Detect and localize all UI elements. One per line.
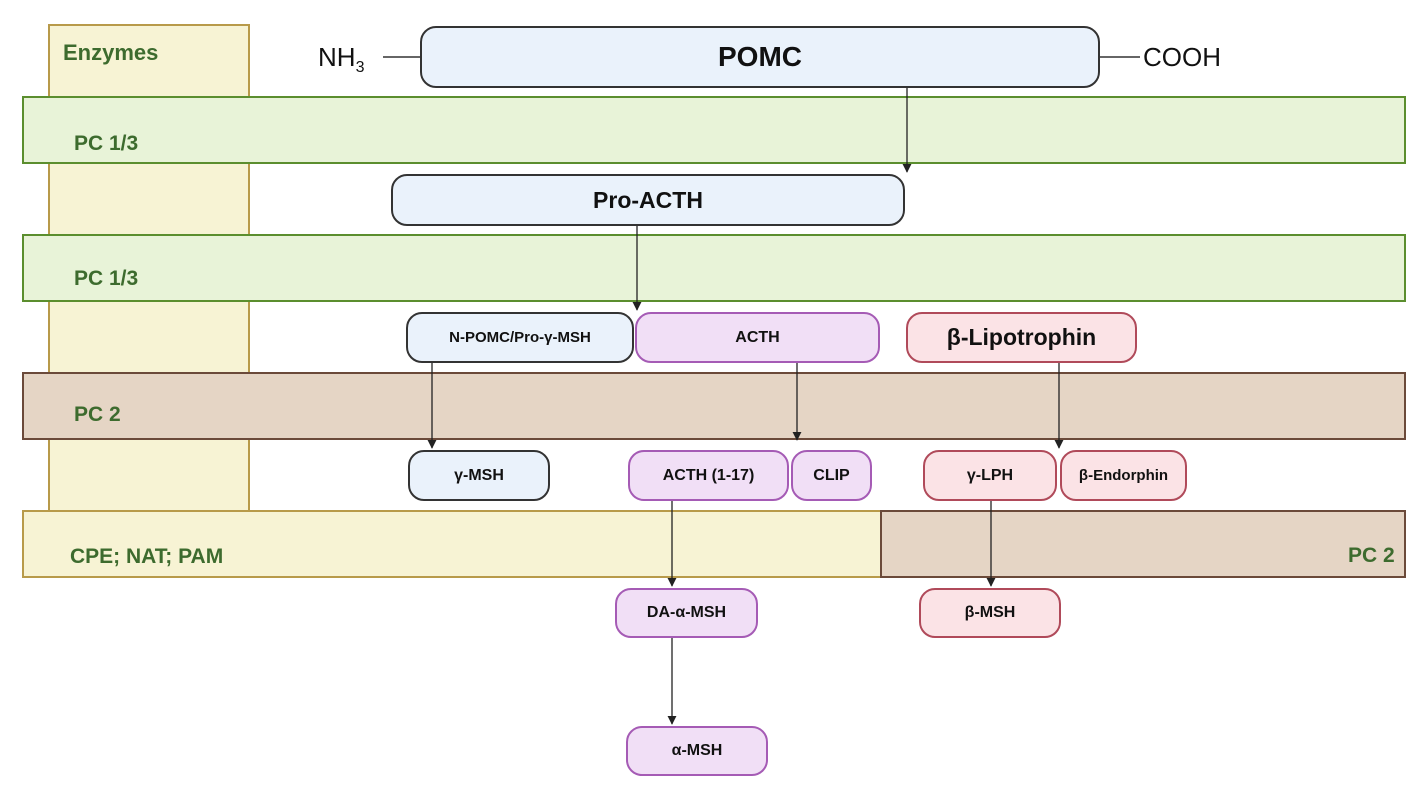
n-pomc-node: N-POMC/Pro-γ-MSH (406, 312, 634, 363)
acth-1-17-node: ACTH (1-17) (628, 450, 789, 501)
b-endorphin-node: β-Endorphin (1060, 450, 1187, 501)
band-cpe-nat-pam (22, 510, 882, 578)
da-a-msh-node: DA-α-MSH (615, 588, 758, 638)
band-label-pc2-second: PC 2 (1348, 544, 1395, 567)
band-pc13-second (22, 234, 1406, 302)
band-pc2-second (880, 510, 1406, 578)
a-msh-node: α-MSH (626, 726, 768, 776)
clip-node: CLIP (791, 450, 872, 501)
band-pc13-first (22, 96, 1406, 164)
enzymes-header: Enzymes (63, 40, 159, 65)
nh3-terminal: NH3 (318, 42, 365, 77)
band-label-pc13-second: PC 1/3 (74, 267, 139, 290)
band-label-pc13-first: PC 1/3 (74, 132, 139, 155)
band-label-cpe-nat-pam: CPE; NAT; PAM (70, 545, 224, 568)
b-msh-node: β-MSH (919, 588, 1061, 638)
b-lipotrophin-node: β-Lipotrophin (906, 312, 1137, 363)
band-label-pc2-first: PC 2 (74, 403, 121, 426)
g-lph-node: γ-LPH (923, 450, 1057, 501)
g-msh-node: γ-MSH (408, 450, 550, 501)
pomc-node: POMC (420, 26, 1100, 88)
pro-acth-node: Pro-ACTH (391, 174, 905, 226)
cooh-terminal: COOH (1143, 42, 1221, 72)
acth-node: ACTH (635, 312, 880, 363)
band-pc2-first (22, 372, 1406, 440)
